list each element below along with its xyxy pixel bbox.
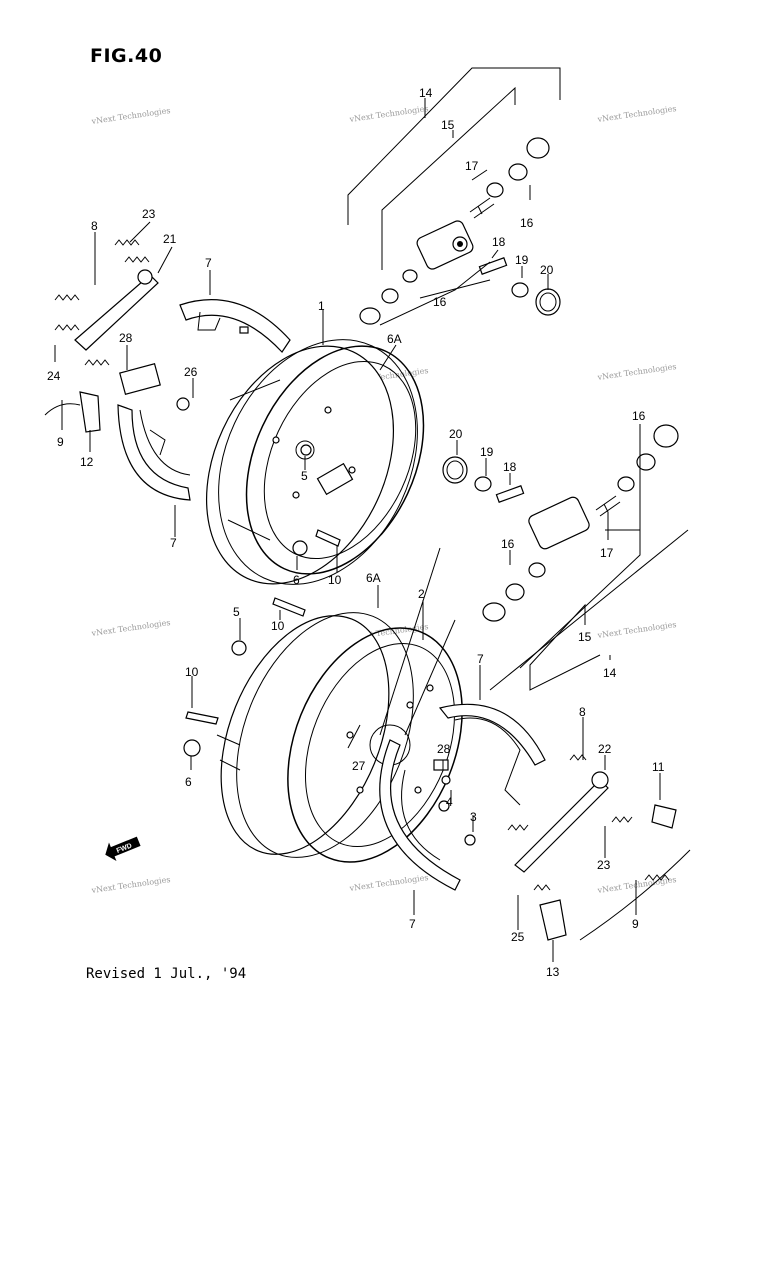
callout-label: 27 xyxy=(352,759,366,773)
callout-label: 23 xyxy=(597,858,611,872)
watermark: vNext Technologies xyxy=(596,104,677,124)
lower-brake-shoe-right xyxy=(438,703,546,806)
lower-brake-drum xyxy=(220,612,463,863)
figure-title: FIG.40 xyxy=(90,45,163,67)
watermark: vNext Technologies xyxy=(348,873,429,893)
callout-label: 19 xyxy=(480,445,494,459)
callout-labels: 14 15 17 16 18 19 20 16 1 6A 8 23 21 7 2… xyxy=(47,86,665,979)
callout-label: 17 xyxy=(465,159,479,173)
callout-label: 6 xyxy=(293,573,300,587)
callout-label: 6 xyxy=(185,775,192,789)
callout-label: 21 xyxy=(163,232,177,246)
callout-label: 18 xyxy=(503,460,517,474)
watermark: vNext Technologies xyxy=(596,362,677,382)
callout-label: 22 xyxy=(598,742,612,756)
callout-label: 11 xyxy=(652,760,665,774)
callout-label: 19 xyxy=(515,253,529,267)
watermark: vNext Technologies xyxy=(348,104,429,124)
adjuster-lever-lower xyxy=(507,771,691,941)
watermark: vNext Technologies xyxy=(596,620,677,640)
callout-label: 10 xyxy=(185,665,199,679)
callout-label: 26 xyxy=(184,365,198,379)
callout-label: 4 xyxy=(446,795,453,809)
callout-label: 16 xyxy=(433,295,447,309)
lower-wheel-cylinder xyxy=(442,424,679,622)
upper-brake-drum xyxy=(205,339,425,585)
upper-wheel-cylinder xyxy=(359,137,561,325)
pins-lower xyxy=(183,597,476,846)
parking-lever-upper xyxy=(79,362,161,433)
callout-label: 10 xyxy=(328,573,342,587)
springs-upper-left xyxy=(54,239,150,366)
callout-label: 20 xyxy=(540,263,554,277)
callout-label: 12 xyxy=(80,455,94,469)
callout-label: 14 xyxy=(603,666,617,680)
fwd-arrow-icon: FWD xyxy=(105,836,141,862)
callout-label: 16 xyxy=(632,409,646,423)
callout-label: 16 xyxy=(520,216,534,230)
callout-label: 10 xyxy=(271,619,285,633)
upper-brake-shoe-top xyxy=(179,299,291,353)
callout-label: 7 xyxy=(170,536,177,550)
callout-label: 5 xyxy=(301,469,308,483)
watermark: vNext Technologies xyxy=(90,875,171,895)
callout-label: 8 xyxy=(579,705,586,719)
callout-label: 9 xyxy=(632,917,639,931)
callout-label: 25 xyxy=(511,930,525,944)
callout-label: 28 xyxy=(437,742,451,756)
callout-label: 1 xyxy=(318,299,325,313)
callout-label: 13 xyxy=(546,965,560,979)
lower-brake-shoe-left xyxy=(379,739,461,891)
adjuster-lever-upper xyxy=(44,269,159,416)
callout-label: 23 xyxy=(142,207,156,221)
callout-label: 3 xyxy=(470,810,477,824)
callout-label: 6A xyxy=(387,332,402,346)
callout-label: 28 xyxy=(119,331,133,345)
watermark: vNext Technologies xyxy=(596,875,677,895)
callout-label: 7 xyxy=(409,917,416,931)
callout-label: 7 xyxy=(205,256,212,270)
watermark: vNext Technologies xyxy=(90,618,171,638)
parking-lever-lower xyxy=(539,754,677,941)
callout-label: 14 xyxy=(419,86,433,100)
pins-upper xyxy=(176,397,341,556)
callout-label: 17 xyxy=(600,546,614,560)
callout-label: 15 xyxy=(441,118,455,132)
callout-label: 9 xyxy=(57,435,64,449)
upper-brake-shoe-bottom xyxy=(117,404,191,501)
watermark: vNext Technologies xyxy=(90,106,171,126)
callout-label: 18 xyxy=(492,235,506,249)
callout-label: 16 xyxy=(501,537,515,551)
callout-label: 2 xyxy=(418,587,425,601)
leader-lines xyxy=(54,67,689,962)
callout-label: 24 xyxy=(47,369,61,383)
callout-label: 5 xyxy=(233,605,240,619)
callout-label: 20 xyxy=(449,427,463,441)
callout-label: 7 xyxy=(477,652,484,666)
callout-label: 15 xyxy=(578,630,592,644)
callout-label: 6A xyxy=(366,571,381,585)
callout-label: 8 xyxy=(91,219,98,233)
revision-note: Revised 1 Jul., '94 xyxy=(86,966,247,982)
